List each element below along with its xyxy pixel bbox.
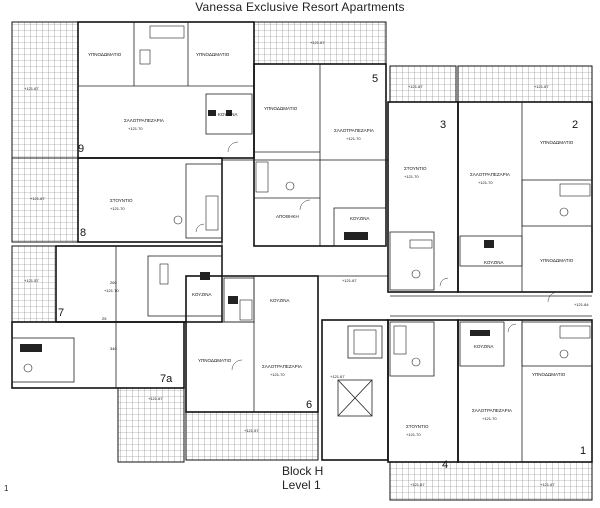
- label-storage: ΑΠΟΘΗΚΗ: [276, 214, 299, 219]
- unit-number-8: 8: [80, 227, 86, 239]
- label-bedroom: ΥΠΝΟΔΩΜΑΤΙΟ: [540, 258, 574, 263]
- terrace-left-low: [11, 245, 57, 323]
- terrace-top-left: [11, 21, 79, 159]
- level-mark: +121.67: [408, 84, 423, 89]
- level-mark: +121.70: [270, 372, 285, 377]
- level-mark: +121.57: [24, 278, 39, 283]
- block-caption: Block H Level 1: [282, 464, 323, 492]
- terrace-bottom-center: [185, 411, 319, 461]
- unit-number-4: 4: [442, 459, 448, 471]
- terrace-top-center: [253, 21, 387, 65]
- wall-unit-1: [457, 319, 593, 463]
- unit-number-7a: 7a: [160, 373, 173, 385]
- level-mark: +121.70: [482, 416, 497, 421]
- wall-unit-9: [77, 21, 255, 159]
- terrace-left-mid: [11, 157, 79, 243]
- level-mark: +121.57: [244, 428, 259, 433]
- level-mark: +121.70: [104, 288, 119, 293]
- level-mark: +121.67: [410, 482, 425, 487]
- level-mark: +121.67: [310, 40, 325, 45]
- dimension: 340: [110, 346, 117, 351]
- fixtures: [20, 25, 591, 373]
- label-kitchen: ΚΟΥΖΙΝΑ: [192, 292, 211, 297]
- label-living-dining: ΣΑΛΟΤΡΑΠΕΖΑΡΙΑ: [472, 408, 512, 413]
- label-bedroom: ΥΠΝΟΔΩΜΑΤΙΟ: [196, 52, 230, 57]
- label-bedroom: ΥΠΝΟΔΩΜΑΤΙΟ: [540, 140, 574, 145]
- level-mark: +121.67: [330, 374, 345, 379]
- label-living-dining: ΣΑΛΟΤΡΑΠΕΖΑΡΙΑ: [262, 364, 302, 369]
- doors: [195, 141, 559, 371]
- level-mark: +121.64: [574, 302, 589, 307]
- label-bedroom: ΥΠΝΟΔΩΜΑΤΙΟ: [198, 358, 232, 363]
- wall-unit-7: [55, 245, 223, 323]
- dimension: 25: [102, 316, 107, 321]
- level-label: Level 1: [282, 478, 321, 492]
- dimension: 260: [110, 280, 117, 285]
- unit-number-9: 9: [78, 143, 84, 155]
- wall-unit-3: [387, 101, 459, 293]
- terrace-top-right-a: [389, 65, 457, 103]
- unit-number-5: 5: [372, 73, 378, 85]
- label-living-dining: ΣΑΛΟΤΡΑΠΕΖΑΡΙΑ: [334, 128, 374, 133]
- level-mark: +121.67: [148, 396, 163, 401]
- room-labels: ΥΠΝΟΔΩΜΑΤΙΟ ΥΠΝΟΔΩΜΑΤΙΟ ΣΑΛΟΤΡΑΠΕΖΑΡΙΑ +…: [24, 40, 589, 487]
- level-mark: +121.67: [540, 482, 555, 487]
- label-kitchen: ΚΟΥΖΙΝΑ: [350, 216, 369, 221]
- unit-numbers: 1 2 3 4 5 6 7 7a 8 9: [58, 73, 586, 471]
- level-mark: +121.70: [128, 126, 143, 131]
- label-studio: ΣΤΟΥΝΤΙΟ: [404, 166, 427, 171]
- terrace-bottom-left: [117, 387, 185, 463]
- level-mark: +121.70: [406, 432, 421, 437]
- level-mark: +121.70: [404, 174, 419, 179]
- level-mark: +121.70: [110, 206, 125, 211]
- level-mark: +121.67: [342, 278, 357, 283]
- level-mark: +121.67: [30, 196, 45, 201]
- label-kitchen: ΚΟΥΖΙΝΑ: [218, 112, 237, 117]
- page-number: 1: [4, 484, 9, 493]
- label-studio: ΣΤΟΥΝΤΙΟ: [110, 198, 133, 203]
- label-kitchen: ΚΟΥΖΙΝΑ: [474, 344, 493, 349]
- level-mark: +121.70: [478, 180, 493, 185]
- drawing-title: Vanessa Exclusive Resort Apartments: [195, 0, 405, 14]
- level-mark: +121.67: [534, 84, 549, 89]
- unit-number-2: 2: [572, 119, 578, 131]
- block-label: Block H: [282, 464, 324, 478]
- unit-number-1: 1: [580, 445, 586, 457]
- label-bedroom: ΥΠΝΟΔΩΜΑΤΙΟ: [532, 372, 566, 377]
- wall-unit-7a: [11, 321, 185, 389]
- label-bedroom: ΥΠΝΟΔΩΜΑΤΙΟ: [88, 52, 122, 57]
- terraces: [11, 21, 593, 501]
- label-bedroom: ΥΠΝΟΔΩΜΑΤΙΟ: [264, 106, 298, 111]
- label-studio: ΣΤΟΥΝΤΙΟ: [406, 424, 429, 429]
- level-mark: +121.67: [24, 86, 39, 91]
- label-living-dining: ΣΑΛΟΤΡΑΠΕΖΑΡΙΑ: [124, 118, 164, 123]
- unit-number-6: 6: [306, 399, 312, 411]
- label-kitchen: ΚΟΥΖΙΝΑ: [270, 298, 289, 303]
- label-living-dining: ΣΑΛΟΤΡΑΠΕΖΑΡΙΑ: [470, 172, 510, 177]
- unit-number-3: 3: [440, 119, 446, 131]
- label-kitchen: ΚΟΥΖΙΝΑ: [484, 260, 503, 265]
- terrace-top-right-b: [457, 65, 593, 103]
- wall-unit-8: [77, 157, 223, 243]
- terrace-bottom-right: [389, 461, 593, 501]
- unit-number-7: 7: [58, 307, 64, 319]
- level-mark: +121.70: [346, 136, 361, 141]
- walls: [11, 21, 593, 463]
